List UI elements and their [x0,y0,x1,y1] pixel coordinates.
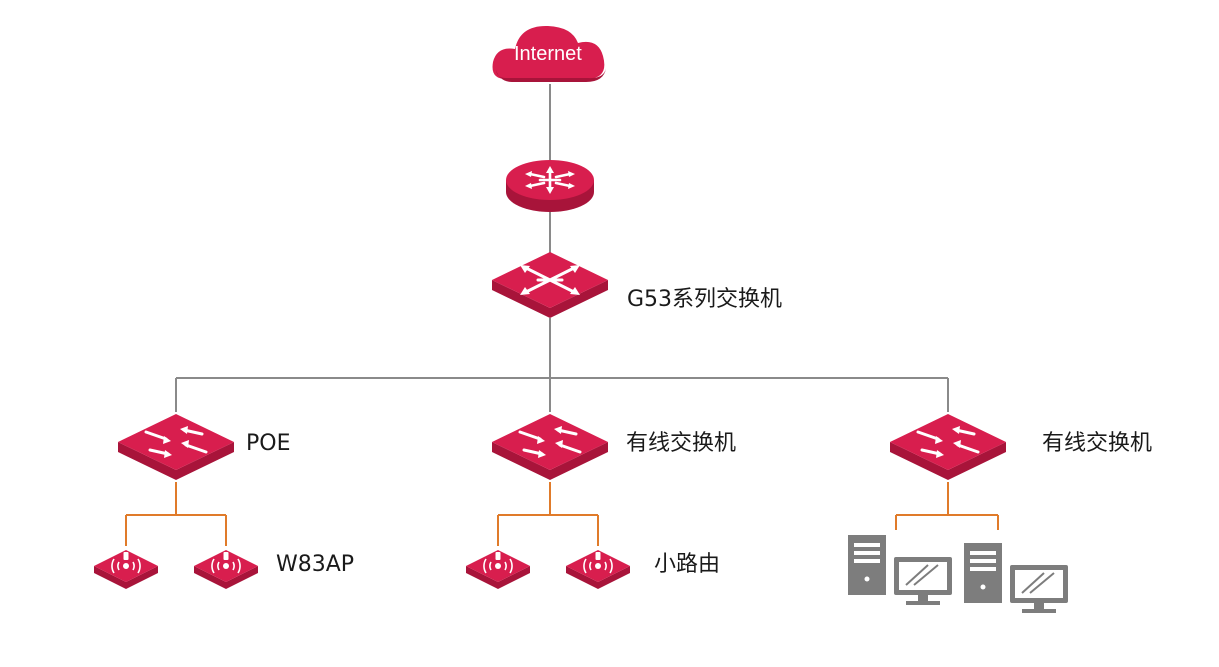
small-router-icon [465,549,531,590]
poe-switch-icon [118,414,234,480]
core-switch-icon [492,252,608,318]
access-point-icon [93,549,159,590]
core-switch-label: G53系列交换机 [627,287,783,312]
link-wired2-pcs [895,482,999,530]
link-wired1-routers [497,482,599,546]
internet-label: Internet [514,43,582,65]
router-icon [506,160,594,212]
wired-switch-label: 有线交换机 [626,431,737,456]
ap-group-label: W83AP [276,552,355,577]
poe-switch-label: POE [246,431,291,456]
desktop-pc-icon [847,534,953,606]
router-group-label: 小路由 [654,552,721,577]
trunk-links [175,84,949,412]
wired-switch-label: 有线交换机 [1042,431,1153,456]
desktop-pc-icon [963,542,1069,614]
access-links [125,482,999,546]
wired-switch-icon [890,414,1006,480]
wired-switch-icon [492,414,608,480]
access-point-icon [193,549,259,590]
link-poe-aps [125,482,227,546]
internet-cloud-icon [492,25,606,82]
small-router-icon [565,549,631,590]
